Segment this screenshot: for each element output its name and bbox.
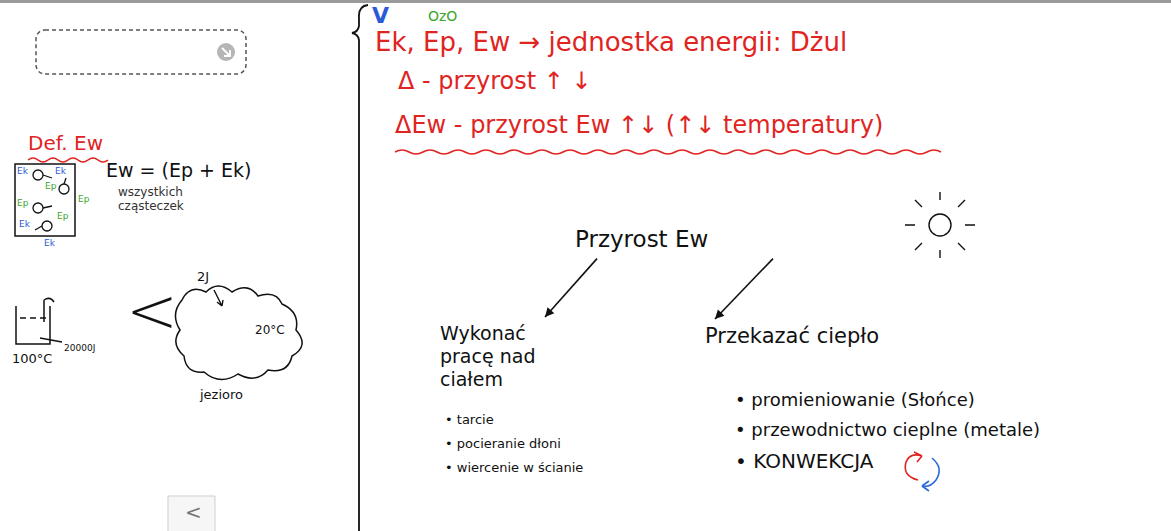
particle-box: [15, 164, 75, 236]
arrow-icon-glyph: [222, 48, 230, 56]
temperature-label: 100°C: [12, 352, 52, 367]
heading-note: Def. Ew: [28, 132, 103, 155]
arrow-icon: [217, 43, 235, 61]
branch-heat: Przekazać ciepło • promieniowanie (Słońce…: [705, 324, 1105, 479]
branch-work: Wykonać pracę nad ciałem • tarcie• pocier…: [440, 322, 680, 484]
wavy-underline: [28, 158, 108, 162]
divider-brace: [352, 5, 368, 531]
connector-line: [715, 259, 773, 319]
arrow-head: [545, 307, 554, 317]
note-line: Δ - przyrost ↑ ↓: [398, 68, 592, 96]
lake-label: jezioro: [200, 388, 243, 403]
arrow-head: [715, 309, 724, 319]
branch-heading: Przekazać ciepło: [705, 324, 1105, 349]
energy-tag: Ek: [44, 238, 55, 248]
branch-arrow: [545, 259, 597, 317]
formula-note: wszystkich cząsteczek: [118, 186, 202, 214]
note-line: Ek, Ep, Ew → jednostka energii: Dżul: [375, 28, 847, 58]
energy-tag: Ep: [17, 198, 28, 208]
energy-tag: Ek: [17, 166, 28, 176]
branch-heading: Przyrost Ew: [575, 226, 795, 254]
beaker: [16, 298, 62, 344]
top-bar: [0, 0, 1171, 3]
energy-tag: Ep: [45, 181, 56, 191]
energy-tag: Ek: [19, 219, 30, 229]
list-item: • przewodnictwo cieplne (metale): [705, 419, 1105, 449]
energy-tag: Ep: [57, 211, 68, 221]
sun: [905, 192, 975, 258]
lake-outline: [175, 286, 302, 380]
wavy-underline: [395, 150, 941, 154]
particles: [33, 170, 69, 231]
list-item: • tarcie: [440, 412, 680, 436]
convection-arrow: [914, 452, 922, 462]
list-item: • wiercenie w ścianie: [440, 460, 680, 484]
branch-arrow: [715, 259, 773, 319]
note-line: ΔEw - przyrost Ew ↑↓ (↑↓ temperatury): [395, 112, 883, 140]
energy-label: 2J: [197, 270, 209, 285]
energy-tag: Ek: [55, 166, 66, 176]
nav-button: [168, 496, 215, 531]
list-item: • pocieranie dłoni: [440, 436, 680, 460]
dashed-box: [36, 30, 246, 74]
formula: Ew = (Ep + Ek): [106, 160, 251, 182]
list-item: • promieniowanie (Słońce): [705, 389, 1105, 419]
branch-heading: Wykonać pracę nad ciałem: [440, 322, 568, 390]
branch-root: Przyrost Ew: [575, 226, 795, 254]
comparison-sign: <: [126, 280, 178, 342]
convection-arrow: [922, 481, 929, 491]
note-mark: OzO: [428, 8, 457, 24]
energy-arrow: [214, 290, 223, 306]
energy-tag: Ep: [78, 194, 89, 204]
temperature-label: 20°C: [255, 324, 285, 338]
nav-glyph: <: [185, 501, 202, 524]
convection-arrow: [922, 458, 939, 486]
list-item: • KONWEKCJA: [705, 449, 1105, 479]
connector-line: [545, 259, 597, 317]
energy-label: 20000J: [64, 343, 95, 353]
check-mark: V: [372, 3, 389, 28]
